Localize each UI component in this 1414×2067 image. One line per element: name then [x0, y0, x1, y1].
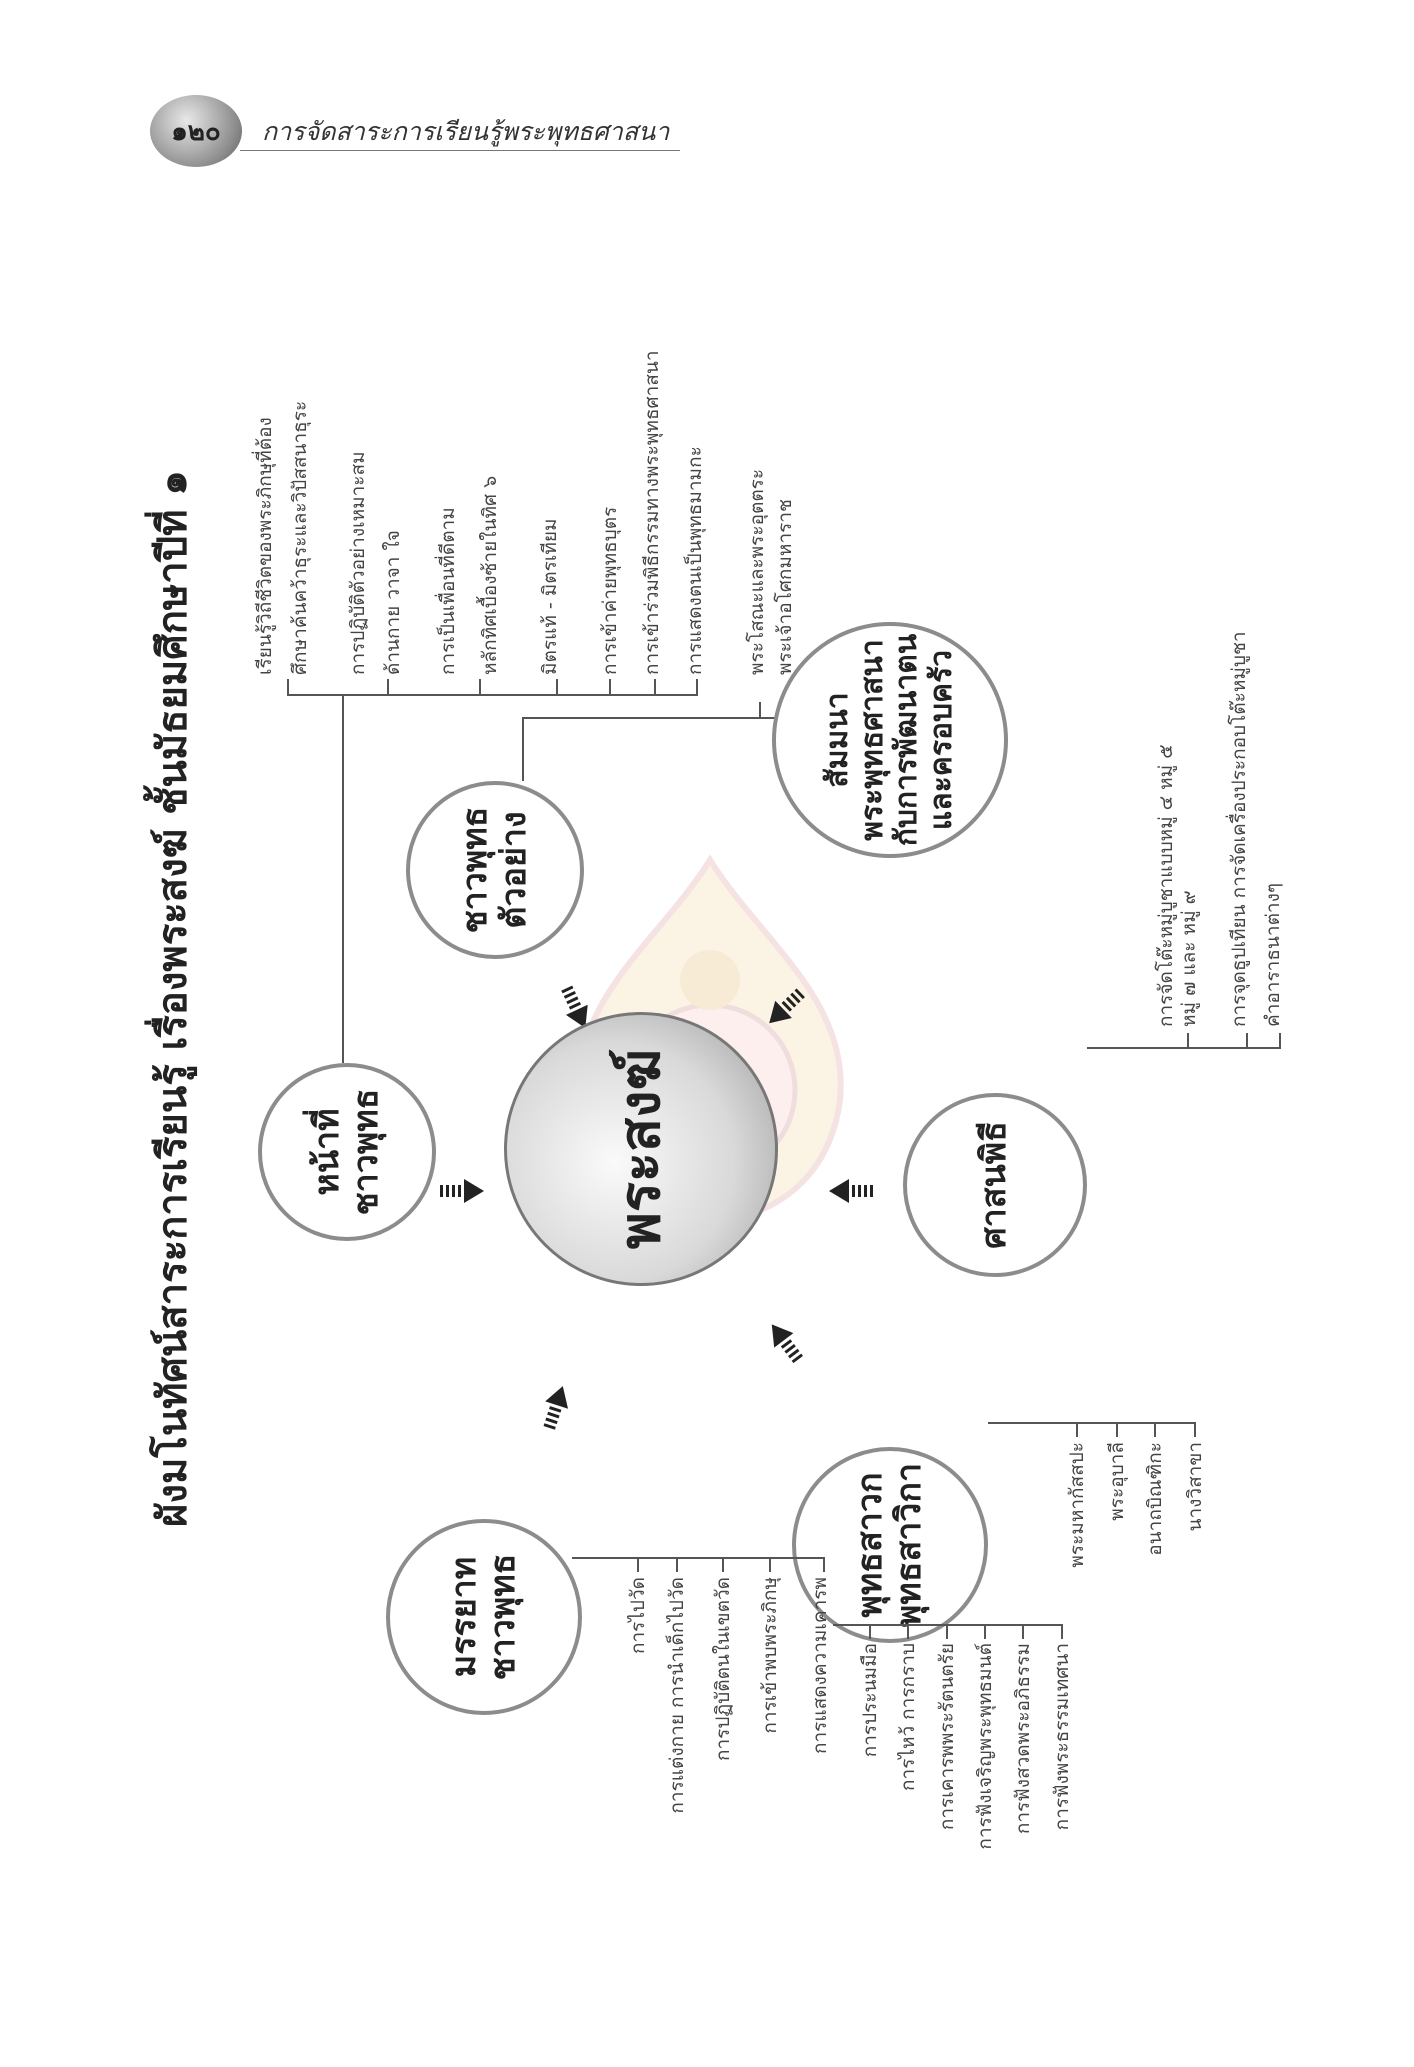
tick — [609, 679, 611, 695]
node-seminar: สัมมนาพระพุทธศาสนากับการพัฒนาตนและครอบคร… — [772, 622, 1008, 858]
list-item: การไหว้ การกราบ — [897, 1643, 919, 1791]
node-label: ศาสนพิธี — [974, 1121, 1015, 1249]
list-item: อนาถบิณฑิกะ — [1144, 1442, 1166, 1556]
tick — [1076, 1423, 1078, 1437]
tick — [1154, 1423, 1156, 1437]
arrow-down-left-icon — [769, 988, 805, 1024]
list-item: การเข้าร่วมพิธีกรรมทางพระพุทธศาสนา — [641, 350, 663, 675]
node-exemplary-buddhists: ชาวพุทธตัวอย่าง — [406, 781, 584, 959]
tick — [1279, 1033, 1281, 1048]
list-item: การปฏิบัติตัวอย่างเหมาะสม — [347, 451, 369, 675]
list-item: ด้านกาย วาจา ใจ — [382, 530, 404, 675]
node-label: ชาวพุทธ — [346, 1088, 386, 1216]
tick — [869, 1625, 871, 1639]
list-item: การปฏิบัติตนในเขตวัด — [712, 1577, 734, 1762]
bracket-line — [988, 1422, 1196, 1424]
list-item: พระอุบาลี — [1106, 1442, 1128, 1521]
center-node: พระสงฆ์ — [504, 1012, 778, 1286]
list-item: การฟังพระธรรมเทศนา — [1051, 1643, 1073, 1831]
list-item: การจุดธูปเทียน การจัดเครื่องประกอบโต๊ะหม… — [1228, 631, 1250, 1027]
tick — [907, 1625, 909, 1639]
list-item: พระมหากัสสปะ — [1066, 1442, 1088, 1568]
list-item: คำอาราธนาต่างๆ — [1262, 882, 1284, 1027]
list-item: การเข้าพบพระภิกษุ — [759, 1577, 781, 1734]
tick — [823, 1558, 825, 1572]
list-item: การจัดโต๊ะหมู่บูชาแบบหมู่ ๔ หมู่ ๕ — [1155, 744, 1177, 1027]
tick — [637, 1558, 639, 1572]
arrow-down-right-icon — [561, 985, 588, 1028]
node-ceremony: ศาสนพิธี — [903, 1093, 1087, 1277]
tick — [1116, 1423, 1118, 1437]
bracket-line — [572, 1557, 825, 1559]
list-item: การเป็นเพื่อนที่ดีตาม — [437, 507, 459, 675]
node-label: พุทธสาวิกา — [889, 1462, 929, 1628]
node-label: พุทธสาวก — [849, 1472, 890, 1618]
arrow-right-icon — [440, 1179, 484, 1203]
node-label: ชาวพุทธ — [483, 1553, 523, 1681]
list-item: เรียนรู้วิถีชีวิตของพระภิกษุที่ต้อง — [254, 417, 276, 675]
node-etiquette: มรรยาทชาวพุทธ — [386, 1519, 582, 1715]
node-label: กับการพัฒนาตน — [889, 633, 924, 847]
bracket-line — [1087, 1047, 1281, 1049]
tick — [696, 679, 698, 695]
node-label: และครอบครัว — [923, 649, 959, 831]
list-item: มิตรแท้ - มิตรเทียม — [539, 518, 561, 675]
arrow-left-icon — [829, 1179, 873, 1203]
list-item: พระโสณะและพระอุตตระ — [746, 468, 768, 675]
node-label: สัมมนา — [820, 692, 855, 788]
tick — [387, 679, 389, 695]
node-label: ตัวอย่าง — [494, 811, 534, 929]
bracket-line — [287, 694, 698, 696]
node-label: หน้าที่ — [306, 1108, 347, 1196]
list-item: การฟังสวดพระอภิธรรม — [1012, 1643, 1034, 1835]
page-number: ๑๒๐ — [171, 116, 221, 147]
list-item: การเข้าค่ายพุทธบุตร — [599, 506, 621, 675]
node-label: มรรยาท — [443, 1556, 484, 1678]
tick — [769, 1558, 771, 1572]
center-label: พระสงฆ์ — [607, 1048, 673, 1250]
tick — [287, 679, 289, 695]
tick — [1061, 1625, 1063, 1639]
tick — [479, 679, 481, 695]
tick — [1187, 1033, 1189, 1048]
tick — [1194, 1423, 1196, 1437]
list-item: การแต่งกาย การนำเด็กไปวัด — [666, 1577, 688, 1814]
node-label: พระพุทธศาสนา — [854, 639, 890, 841]
bracket-line — [522, 717, 786, 719]
running-header: การจัดสาระการเรียนรู้พระพุทธศาสนา — [262, 117, 670, 146]
tick — [676, 1558, 678, 1572]
page-number-badge: ๑๒๐ — [150, 95, 242, 167]
list-item: การไปวัด — [627, 1577, 649, 1655]
node-duties: หน้าที่ชาวพุทธ — [258, 1063, 436, 1241]
tick — [654, 679, 656, 695]
tick — [1022, 1625, 1024, 1639]
tick — [556, 679, 558, 695]
arrow-up-left-icon — [771, 1324, 804, 1364]
list-item: การแสดงตนเป็นพุทธมามกะ — [684, 446, 706, 675]
list-item: นางวิสาขา — [1184, 1442, 1206, 1532]
list-item: หลักทิศเบื้องซ้ายในทิศ ๖ — [479, 475, 501, 675]
list-item: การฟังเจริญพระพุทธมนต์ — [974, 1643, 996, 1850]
map-title: ผังมโนทัศน์สาระการเรียนรู้ เรื่องพระสงฆ์… — [150, 470, 196, 1527]
list-item: หมู่ ๗ และ หมู่ ๙ — [1178, 890, 1200, 1027]
list-item: การเคารพพระรัตนตรัย — [936, 1643, 958, 1831]
connector-line — [522, 718, 524, 781]
tick — [946, 1625, 948, 1639]
tick — [722, 1558, 724, 1572]
arrow-up-right-icon — [543, 1386, 569, 1430]
tick — [1246, 1033, 1248, 1048]
list-item: การประนมมือ — [859, 1643, 881, 1758]
tick — [984, 1625, 986, 1639]
connector-line — [342, 695, 344, 1063]
list-item: การแสดงความเคารพ — [809, 1577, 831, 1755]
list-item: พระเจ้าอโศกมหาราช — [774, 499, 796, 675]
node-label: ชาวพุทธ — [454, 806, 495, 934]
tick — [759, 702, 761, 718]
bracket-line — [833, 1624, 1063, 1626]
header-rule — [240, 150, 680, 151]
list-item: ศึกษาค้นคว้าธุระและวิปัสสนาธุระ — [289, 400, 311, 675]
